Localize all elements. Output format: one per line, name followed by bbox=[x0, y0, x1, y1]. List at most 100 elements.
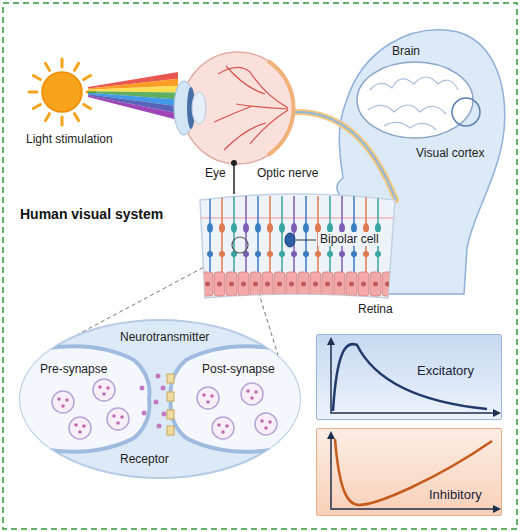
part-label: Receptor bbox=[120, 452, 169, 466]
neuron-fiber bbox=[305, 196, 307, 272]
receptor-site bbox=[167, 410, 174, 419]
pigment-cell bbox=[310, 272, 321, 296]
neuron-soma bbox=[219, 251, 225, 257]
pigment-cell bbox=[250, 272, 261, 296]
vesicle-dot bbox=[112, 414, 116, 418]
cell-nucleus bbox=[289, 282, 294, 287]
transmitter bbox=[161, 386, 166, 391]
synapse-ellipse-shape bbox=[20, 320, 300, 478]
sun-ray bbox=[61, 117, 64, 125]
neuron-soma bbox=[327, 251, 333, 257]
receptor-site bbox=[167, 374, 174, 383]
inhibitory-plot bbox=[317, 429, 503, 517]
sun-ray bbox=[61, 59, 64, 67]
cell-nucleus bbox=[253, 282, 258, 287]
neuron-fiber bbox=[245, 196, 247, 272]
vesicle-dot bbox=[268, 420, 272, 424]
visual-cortex-marker bbox=[452, 98, 480, 126]
transmitter bbox=[154, 400, 159, 405]
transmitter bbox=[162, 412, 167, 417]
brain bbox=[357, 62, 473, 138]
axes bbox=[331, 343, 495, 413]
cell-nucleus bbox=[229, 282, 234, 287]
vesicle-dot bbox=[57, 397, 61, 401]
vesicle bbox=[69, 417, 91, 439]
lens bbox=[192, 92, 206, 124]
vesicle bbox=[107, 408, 129, 430]
vesicle-dot bbox=[210, 394, 214, 398]
dashed-frame bbox=[3, 3, 517, 529]
vesicle bbox=[241, 383, 263, 405]
post-terminal bbox=[171, 346, 302, 451]
vesicle-dot bbox=[254, 390, 258, 394]
transmitter bbox=[157, 424, 162, 429]
cell-nucleus bbox=[301, 282, 306, 287]
sun bbox=[42, 72, 82, 112]
neuron-fiber bbox=[233, 196, 235, 272]
stimulus-label: Light stimulation bbox=[26, 132, 113, 146]
brain-gyri bbox=[368, 77, 458, 130]
vesicle-dot bbox=[82, 424, 86, 428]
neuron-fiber bbox=[281, 196, 283, 272]
transmitter bbox=[156, 374, 161, 379]
sun-ray bbox=[33, 105, 40, 109]
vesicle-dot bbox=[106, 386, 110, 390]
region-label: Visual cortex bbox=[414, 146, 486, 160]
pigment-cell bbox=[358, 272, 369, 296]
cell-nucleus bbox=[265, 282, 270, 287]
pigment-cell bbox=[334, 272, 345, 296]
neuron-soma bbox=[339, 251, 345, 257]
part-label: Post-synapse bbox=[202, 362, 275, 376]
light-band bbox=[88, 94, 178, 113]
cell-nucleus bbox=[277, 282, 282, 287]
organ-label: Brain bbox=[392, 44, 420, 58]
pigment-cell bbox=[274, 272, 285, 296]
inhibitory-panel: Inhibitory bbox=[316, 428, 502, 516]
neuron-soma bbox=[315, 251, 321, 257]
pre-terminal bbox=[18, 346, 149, 451]
sun-ray bbox=[75, 63, 79, 70]
excitatory-panel: Excitatory bbox=[316, 334, 502, 420]
neuron-soma bbox=[279, 251, 285, 257]
pigment-cell bbox=[370, 272, 381, 296]
transmitter bbox=[142, 411, 147, 416]
cell-nucleus bbox=[337, 282, 342, 287]
vesicle-dot bbox=[78, 430, 82, 434]
neuron-soma bbox=[351, 251, 357, 257]
vesicle-dot bbox=[260, 419, 264, 423]
cell-nucleus bbox=[313, 282, 318, 287]
cell-nucleus bbox=[361, 282, 366, 287]
sun-ray bbox=[75, 114, 79, 121]
transmitter bbox=[140, 386, 145, 391]
pigment-cell bbox=[382, 272, 393, 296]
leader-line bbox=[233, 163, 235, 194]
pigment-cell bbox=[226, 272, 237, 296]
sun-ray bbox=[33, 76, 40, 80]
panel-title: Inhibitory bbox=[429, 487, 482, 503]
vesicle-dot bbox=[65, 398, 69, 402]
axis-arrow bbox=[493, 505, 501, 513]
synapse-terminals bbox=[18, 346, 302, 451]
vesicle-dot bbox=[246, 389, 250, 393]
pigment-cell bbox=[298, 272, 309, 296]
synapse-ellipse: NeurotransmitterPre-synapsePost-synapseR… bbox=[18, 318, 302, 480]
pigment-cell bbox=[238, 272, 249, 296]
receptor-site bbox=[167, 426, 174, 435]
neuron-soma bbox=[231, 223, 237, 233]
vesicle-dot bbox=[202, 393, 206, 397]
neuron-soma bbox=[303, 223, 309, 233]
excitatory-plot bbox=[317, 335, 503, 421]
part-label: Pre-synapse bbox=[40, 362, 107, 376]
axis-arrow bbox=[327, 431, 335, 439]
eyeball bbox=[182, 52, 294, 164]
neuron-fiber bbox=[209, 196, 211, 272]
sun-ray bbox=[29, 91, 37, 94]
tissue-label: Retina bbox=[358, 302, 393, 316]
neuron-soma bbox=[207, 223, 213, 233]
light-beam bbox=[88, 72, 178, 120]
sun-ray bbox=[46, 63, 50, 70]
neuron-soma bbox=[279, 223, 285, 233]
neuron-soma bbox=[219, 223, 225, 233]
cornea bbox=[174, 81, 194, 135]
